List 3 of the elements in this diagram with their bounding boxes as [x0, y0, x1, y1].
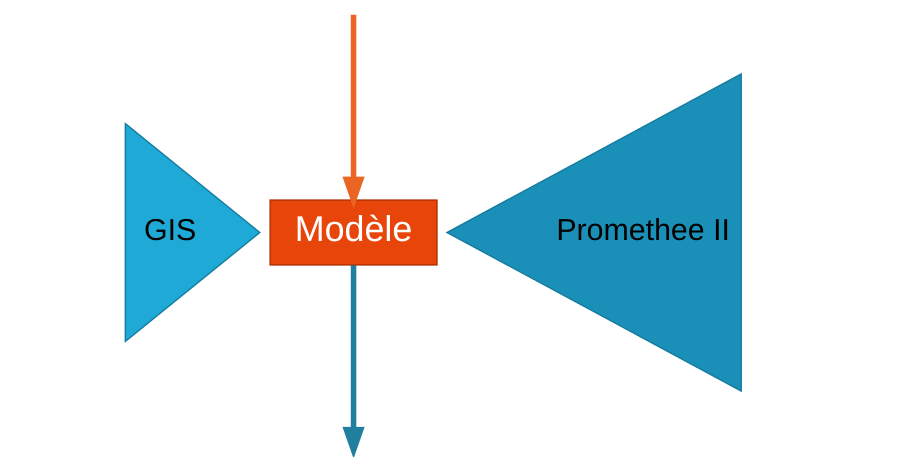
- arrow: [342, 265, 364, 457]
- node-box: Modèle: [268, 199, 438, 266]
- arrow: [342, 14, 364, 208]
